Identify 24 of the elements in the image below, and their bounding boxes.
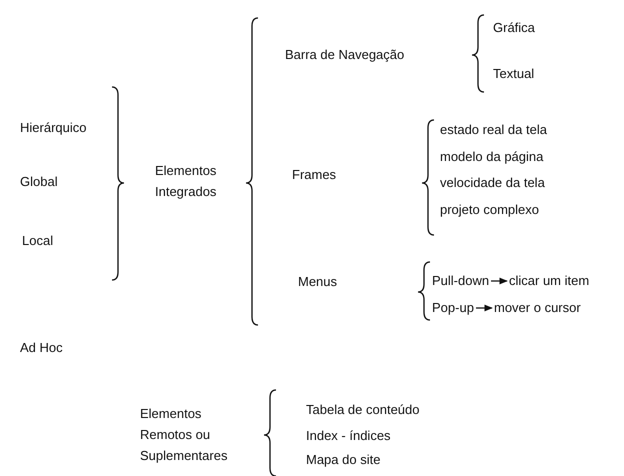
label-text: Tabela de conteúdo: [306, 402, 420, 418]
label-text: Gráfica: [493, 20, 535, 36]
label-text: estado real da tela: [440, 122, 547, 138]
label-text: velocidade da tela: [440, 175, 545, 191]
label-text: Hierárquico: [20, 120, 86, 136]
label-text: Barra de Navegação: [285, 47, 404, 63]
arrow: [491, 278, 508, 284]
label-text: Global: [20, 174, 58, 190]
item-text: clicar um item: [509, 273, 590, 289]
item-text: mover o cursor: [494, 300, 581, 316]
label-text: Local: [22, 233, 54, 249]
label-text: Textual: [493, 66, 534, 82]
label-text: Mapa do site: [306, 452, 380, 468]
label-text: Elementos Remotos ou Suplementares: [140, 404, 228, 465]
label-text: Menus: [298, 274, 338, 290]
label-text: projeto complexo: [440, 202, 539, 218]
arrow: [476, 304, 493, 312]
label-text: modelo da página: [440, 149, 544, 165]
label-text: Index - índices: [306, 428, 391, 444]
label-text: Frames: [292, 167, 336, 183]
label-text: Elementos Integrados: [155, 162, 218, 201]
item-text: Pull-down: [432, 273, 490, 289]
item-text: Pop-up: [432, 300, 474, 316]
label-text: Ad Hoc: [20, 340, 63, 356]
